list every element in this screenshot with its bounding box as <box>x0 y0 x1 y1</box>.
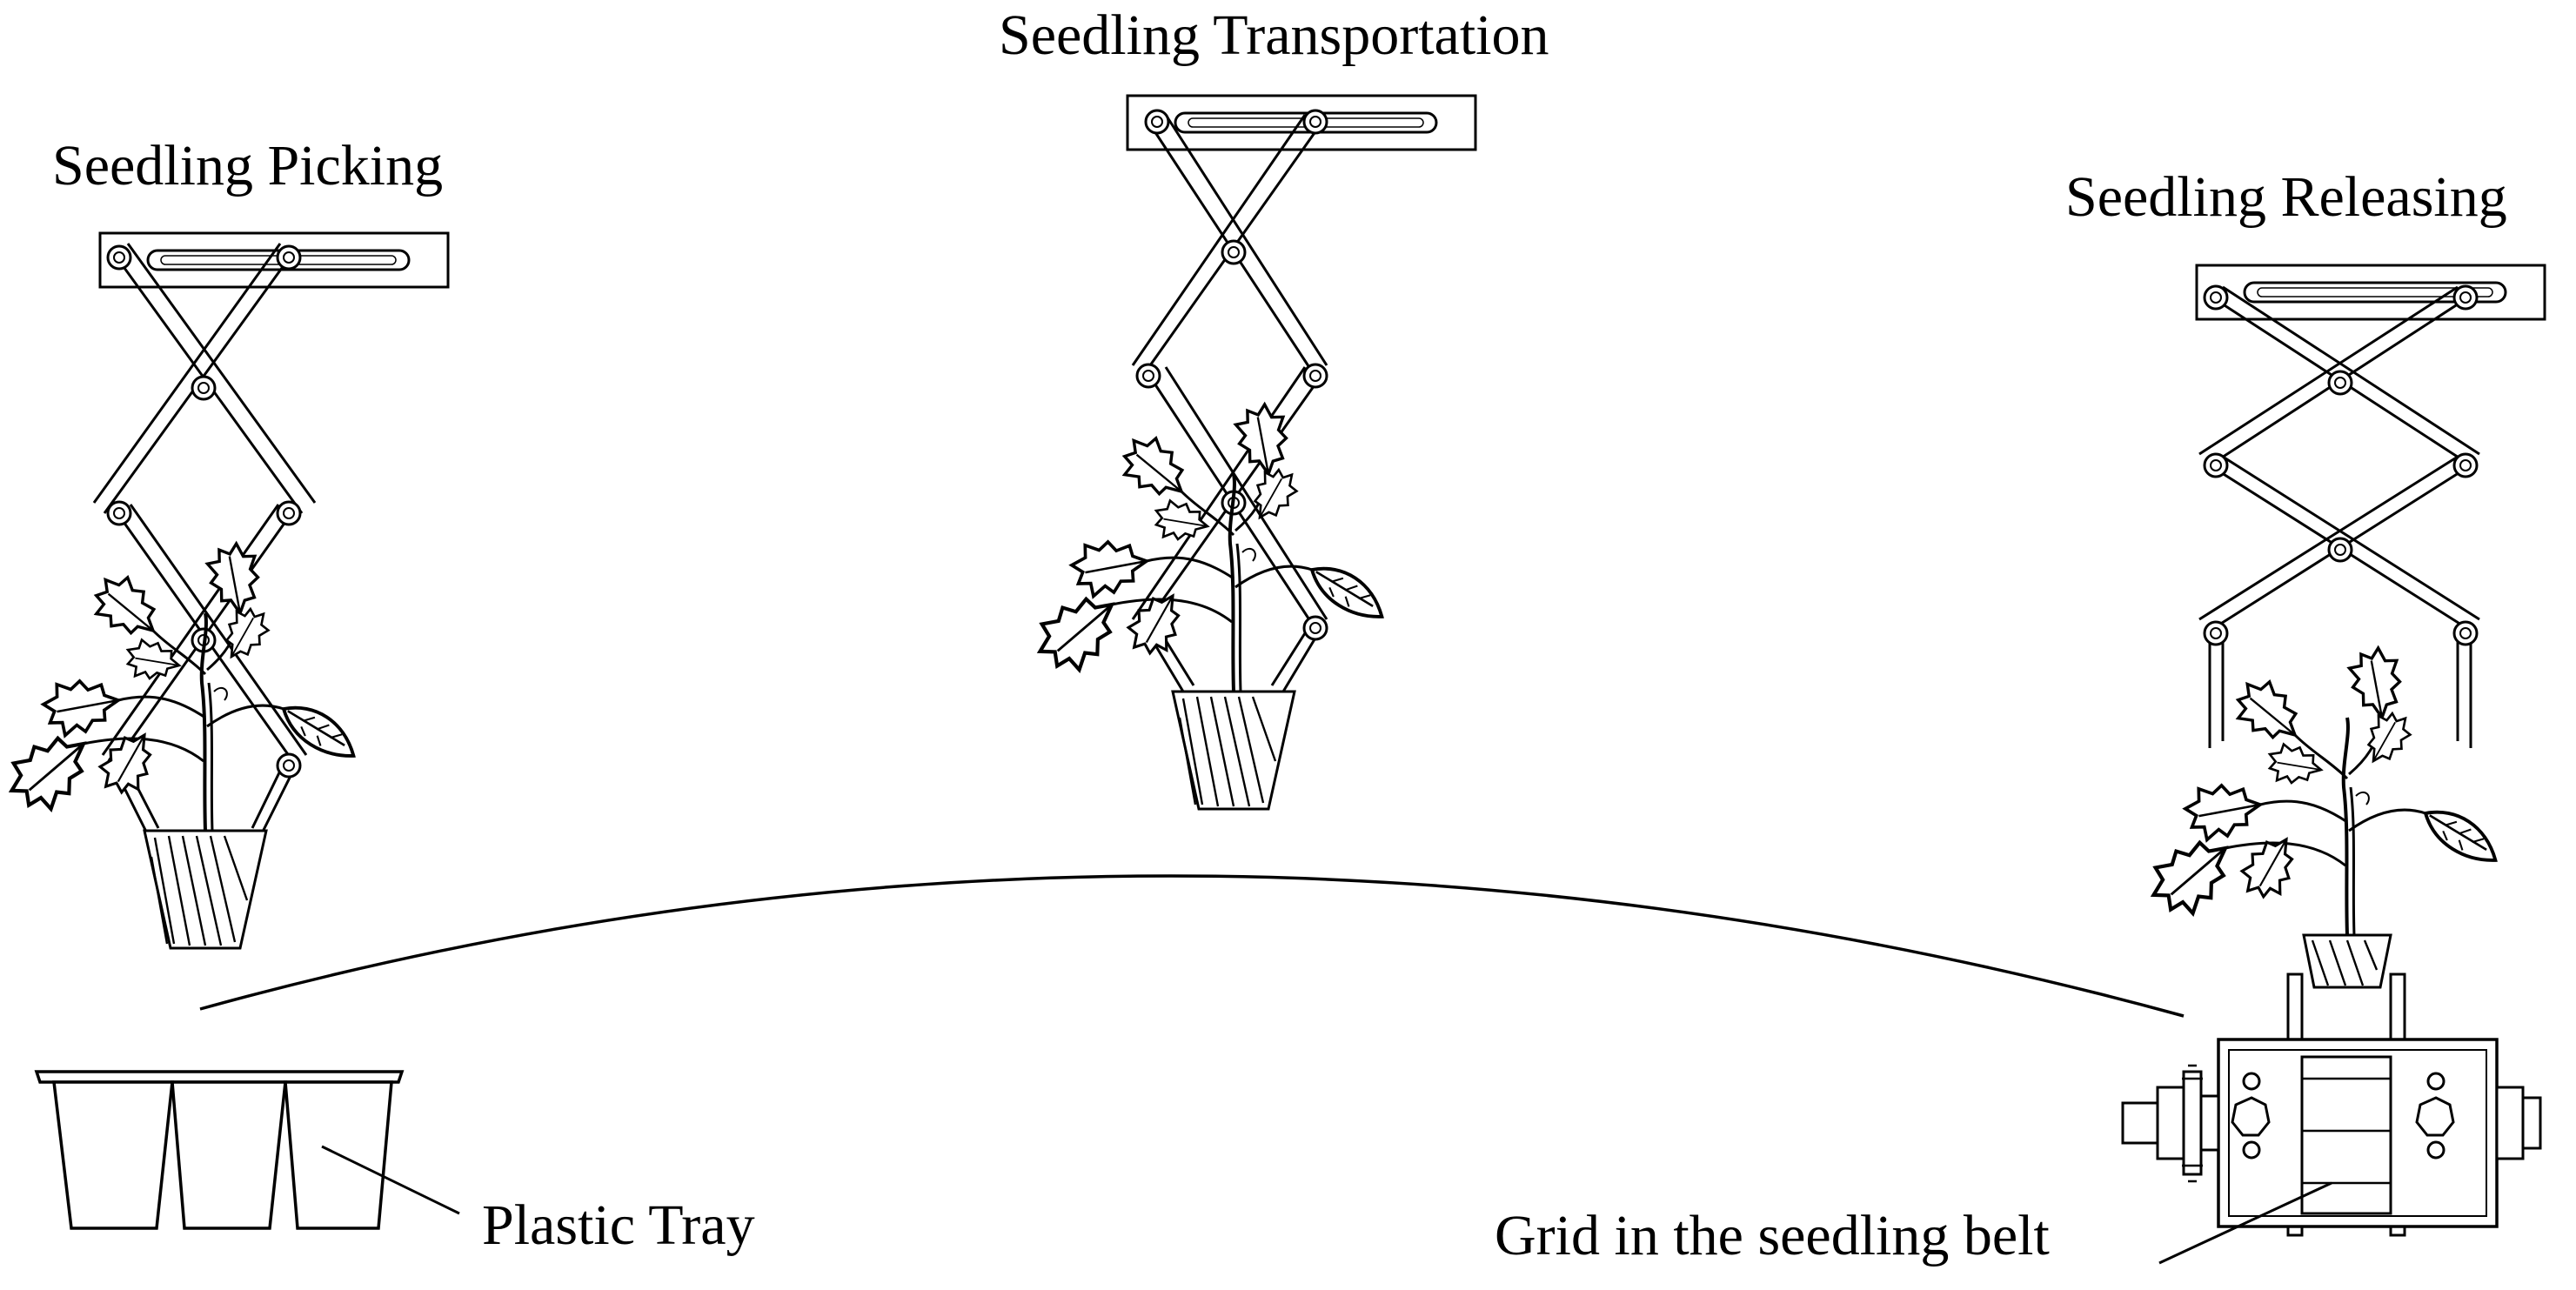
belt-leader-line <box>2158 1181 2332 1265</box>
label-belt-grid: Grid in the seedling belt <box>1495 1204 2050 1267</box>
label-seedling-picking: Seedling Picking <box>52 134 443 197</box>
label-seedling-transportation: Seedling Transportation <box>999 3 1549 67</box>
plastic-tray <box>34 1070 405 1230</box>
label-seedling-releasing: Seedling Releasing <box>2065 165 2507 229</box>
label-plastic-tray: Plastic Tray <box>482 1193 755 1257</box>
trajectory-arc <box>199 874 2185 1018</box>
seedling-belt-grid <box>2121 973 2542 1237</box>
tray-leader-line <box>321 1145 460 1215</box>
transportation-mechanism <box>1028 94 1477 811</box>
picking-mechanism <box>0 231 450 950</box>
releasing-mechanism <box>2142 264 2546 989</box>
